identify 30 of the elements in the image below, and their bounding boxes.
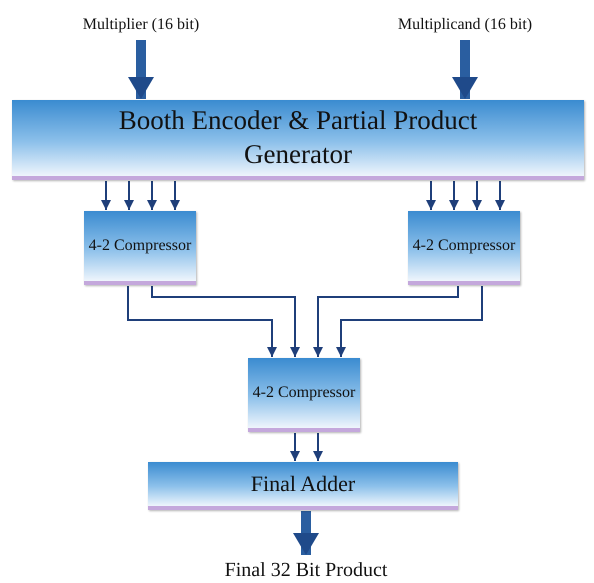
arrow <box>472 181 482 210</box>
process-box <box>84 211 196 285</box>
arrow <box>336 286 483 357</box>
arrow <box>290 433 300 461</box>
arrow <box>147 181 157 210</box>
arrow <box>151 286 300 357</box>
arrow <box>426 181 436 210</box>
arrow <box>313 433 323 461</box>
arrow <box>449 181 459 210</box>
arrow <box>170 181 180 210</box>
process-box <box>12 100 584 180</box>
box-label: 4-2 Compressor <box>412 236 516 256</box>
box-label: Booth Encoder & Partial Product Generator <box>118 104 478 171</box>
arrow <box>124 181 134 210</box>
process-box <box>408 211 520 285</box>
input-label: Multiplicand (16 bit) <box>398 15 532 35</box>
arrow <box>293 511 319 555</box>
arrow <box>101 181 111 210</box>
arrow <box>452 40 478 99</box>
box-label: Final Adder <box>250 470 356 498</box>
input-label: Multiplier (16 bit) <box>82 15 200 35</box>
arrow <box>495 181 505 210</box>
arrow <box>127 286 277 357</box>
arrow <box>313 286 459 357</box>
box-label: 4-2 Compressor <box>88 236 192 256</box>
input-label: Final 32 Bit Product <box>224 558 388 582</box>
arrow <box>128 40 154 99</box>
box-label: 4-2 Compressor <box>252 383 356 403</box>
process-box <box>148 462 458 510</box>
process-box <box>248 358 360 432</box>
